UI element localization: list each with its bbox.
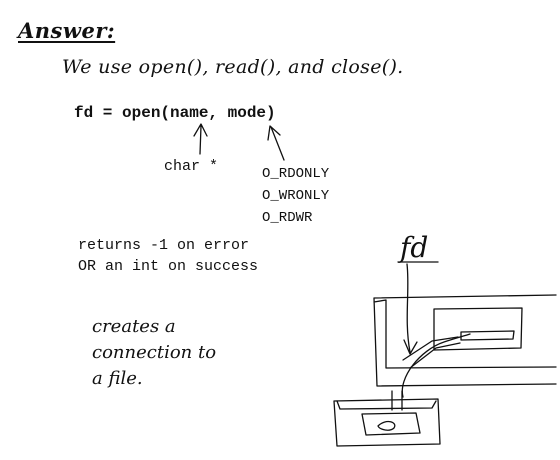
- file-box: [333, 398, 441, 447]
- name-type-label: char *: [164, 158, 219, 175]
- mode-option-rdonly: O_RDONLY: [262, 166, 330, 182]
- returns-error-line: returns -1 on error: [78, 237, 250, 254]
- file-slot: [391, 390, 403, 411]
- code-line: fd = open(name, mode): [74, 104, 276, 122]
- creates-line-1: creates a: [92, 316, 176, 337]
- returns-success-line: OR an int on success: [78, 258, 259, 275]
- connection-line: [401, 333, 471, 398]
- creates-line-3: a file.: [92, 368, 143, 389]
- intro-line: We use open(), read(), and close().: [62, 56, 404, 78]
- mode-pointer-arrow: [267, 125, 285, 161]
- file-box-top: [336, 400, 437, 410]
- fd-label: fd: [398, 231, 428, 264]
- file-sheet: [361, 412, 421, 436]
- process-box: [373, 294, 557, 387]
- file-table-box: [433, 307, 523, 351]
- connection-channel: [402, 336, 461, 369]
- mode-option-wronly: O_WRONLY: [262, 188, 330, 204]
- name-pointer-arrow: [193, 123, 208, 155]
- file-table-entry: [460, 330, 515, 341]
- mode-option-rdwr: O_RDWR: [262, 210, 313, 226]
- creates-line-2: connection to: [92, 342, 217, 363]
- file-scribble: [377, 420, 396, 431]
- answer-heading: Answer:: [18, 18, 116, 43]
- fd-arrow: [403, 263, 418, 355]
